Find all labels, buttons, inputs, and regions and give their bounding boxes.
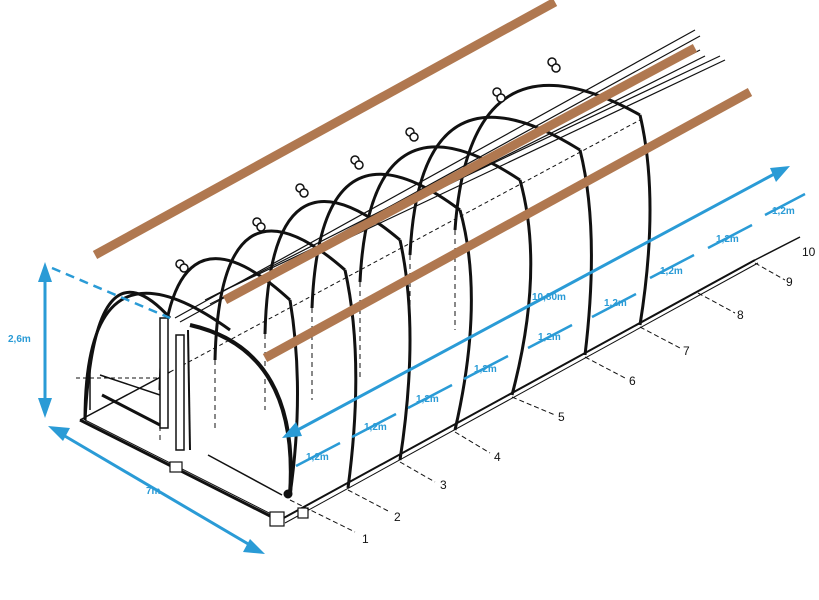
arch-number-6: 6 xyxy=(629,374,636,388)
arch-legs xyxy=(288,114,652,496)
arch-number-8: 8 xyxy=(737,308,744,322)
arch-number-2: 2 xyxy=(394,510,401,524)
height-label: 2,6m xyxy=(8,334,31,345)
timber-purlins xyxy=(92,0,753,362)
spacing-label-8: 1,2m xyxy=(716,234,739,245)
length-label: 10,80m xyxy=(532,292,566,303)
number-leaders xyxy=(289,262,786,533)
spacing-label-4: 1,2m xyxy=(474,364,497,375)
dimension-labels: 2,6m 7m 10,80m 1,2m 1,2m 1,2m 1,2m 1,2m … xyxy=(8,206,795,497)
base-frame xyxy=(79,119,801,527)
front-door-frame xyxy=(76,317,293,499)
arch-number-10: 10 xyxy=(802,245,816,259)
arch-number-labels: 1 2 3 4 5 6 7 8 9 10 xyxy=(362,245,816,546)
spacing-label-3: 1,2m xyxy=(416,394,439,405)
arch-number-9: 9 xyxy=(786,275,793,289)
arch-clips xyxy=(175,57,561,273)
spacing-label-7: 1,2m xyxy=(660,266,683,277)
spacing-label-2: 1,2m xyxy=(364,422,387,433)
arch-number-1: 1 xyxy=(362,532,369,546)
spacing-arrows xyxy=(295,192,806,468)
dimension-arrows xyxy=(38,166,790,554)
spacing-label-5: 1,2m xyxy=(538,332,561,343)
spacing-label-6: 1,2m xyxy=(604,298,627,309)
arch-number-5: 5 xyxy=(558,410,565,424)
arch-number-7: 7 xyxy=(683,344,690,358)
arch-number-3: 3 xyxy=(440,478,447,492)
spacing-label-9: 1,2m xyxy=(772,206,795,217)
width-label: 7m xyxy=(146,486,161,497)
arch-number-4: 4 xyxy=(494,450,501,464)
hidden-legs xyxy=(159,230,456,440)
spacing-label-1: 1,2m xyxy=(306,452,329,463)
